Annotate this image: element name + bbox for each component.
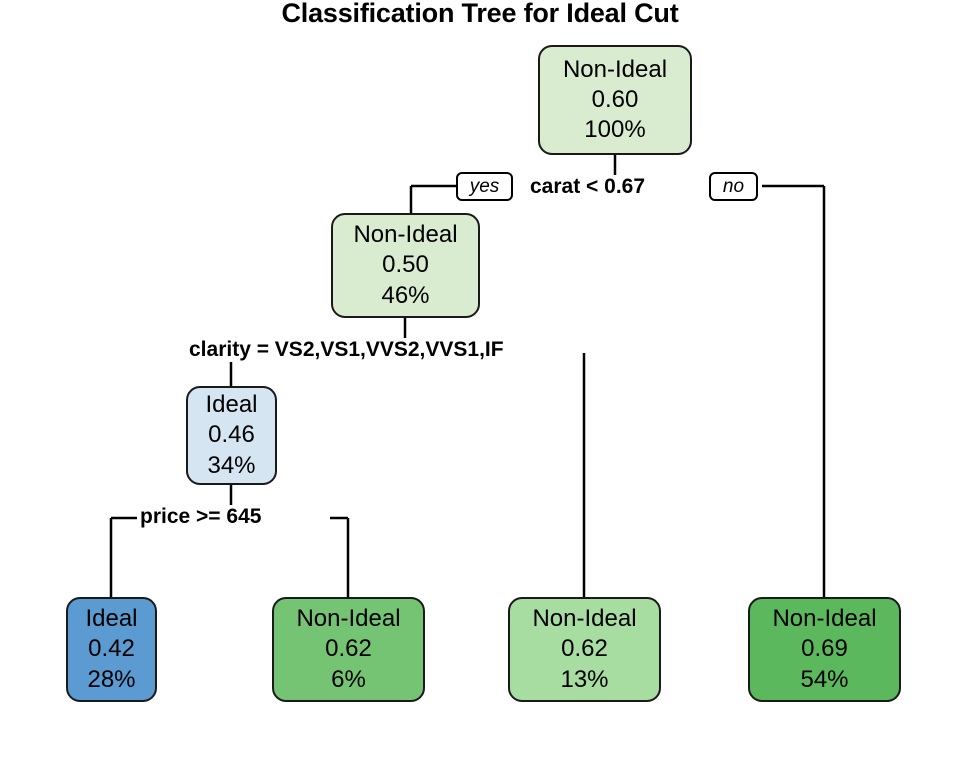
- node-percentage: 46%: [381, 281, 430, 309]
- node-probability: 0.60: [591, 85, 639, 113]
- page-title: Classification Tree for Ideal Cut: [281, 0, 679, 28]
- tree-leaf-4[interactable]: Non-Ideal 0.69 54%: [748, 597, 901, 702]
- tree-node-root[interactable]: Non-Ideal 0.60 100%: [538, 45, 692, 155]
- node-probability: 0.50: [382, 251, 429, 279]
- node-class-label: Non-Ideal: [296, 605, 401, 633]
- node-percentage: 34%: [207, 451, 256, 479]
- tree-leaf-1[interactable]: Ideal 0.42 28%: [66, 597, 157, 702]
- node-probability: 0.69: [801, 635, 848, 663]
- node-probability: 0.62: [325, 635, 372, 663]
- node-class-label: Non-Ideal: [562, 55, 668, 83]
- tree-leaf-3[interactable]: Non-Ideal 0.62 13%: [508, 597, 661, 702]
- node-class-label: Non-Ideal: [532, 605, 637, 633]
- node-probability: 0.46: [208, 421, 255, 449]
- node-probability: 0.42: [88, 635, 135, 663]
- node-percentage: 54%: [800, 665, 849, 693]
- node-percentage: 28%: [87, 665, 136, 693]
- split-label-clarity: clarity = VS2,VS1,VVS2,VVS1,IF: [186, 338, 507, 362]
- node-class-label: Non-Ideal: [772, 605, 877, 633]
- tree-leaf-2[interactable]: Non-Ideal 0.62 6%: [272, 597, 425, 702]
- split-label-carat: carat < 0.67: [527, 175, 649, 199]
- node-class-label: Non-Ideal: [353, 221, 458, 249]
- node-class-label: Ideal: [205, 391, 258, 419]
- split-label-price: price >= 645: [137, 505, 265, 529]
- node-percentage: 13%: [560, 665, 609, 693]
- node-class-label: Ideal: [85, 605, 138, 633]
- tree-node-n2[interactable]: Non-Ideal 0.50 46%: [331, 213, 480, 318]
- node-probability: 0.62: [561, 635, 608, 663]
- tree-node-n4[interactable]: Ideal 0.46 34%: [186, 386, 277, 485]
- split-no-label: no: [722, 176, 745, 197]
- node-percentage: 6%: [331, 665, 366, 693]
- node-percentage: 100%: [584, 116, 646, 144]
- split-yes-box: yes: [456, 172, 513, 201]
- split-no-box: no: [709, 172, 758, 201]
- split-yes-label: yes: [469, 176, 500, 197]
